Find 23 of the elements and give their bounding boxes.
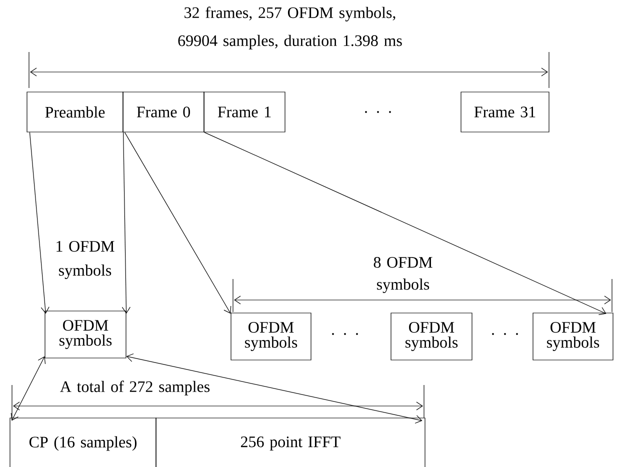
symbol-box: OFDM symbols — [532, 312, 614, 360]
annotation-text: A total of 272 samples — [60, 380, 210, 396]
sample-box: CP (16 samples) — [10, 418, 156, 467]
arrow — [204, 132, 606, 315]
symbol-box: OFDM symbols — [44, 310, 126, 358]
arrow — [124, 132, 232, 314]
annotation-text: 8 OFDM symbols — [374, 256, 432, 294]
arrow — [10, 356, 46, 421]
ellipsis: . . . — [492, 333, 518, 335]
arrow — [29, 132, 50, 314]
arrow — [126, 353, 422, 424]
ellipsis: . . . — [332, 333, 358, 335]
ellipsis: . . . — [365, 111, 391, 113]
annotation-text: 1 OFDM symbols — [56, 240, 114, 280]
frame-box: Preamble — [26, 92, 124, 132]
annotation-text: 32 frames, 257 OFDM symbols, 69904 samples, duration 1.398 ms — [178, 6, 402, 50]
symbol-box: OFDM symbols — [230, 312, 312, 360]
sample-box: 256 point IFFT — [156, 418, 426, 467]
frame-box: Frame 0 — [122, 92, 204, 132]
arrow — [122, 132, 130, 314]
frame-box: Frame 1 — [204, 92, 286, 132]
symbol-box: OFDM symbols — [390, 312, 472, 360]
frame-box: Frame 31 — [460, 92, 550, 132]
